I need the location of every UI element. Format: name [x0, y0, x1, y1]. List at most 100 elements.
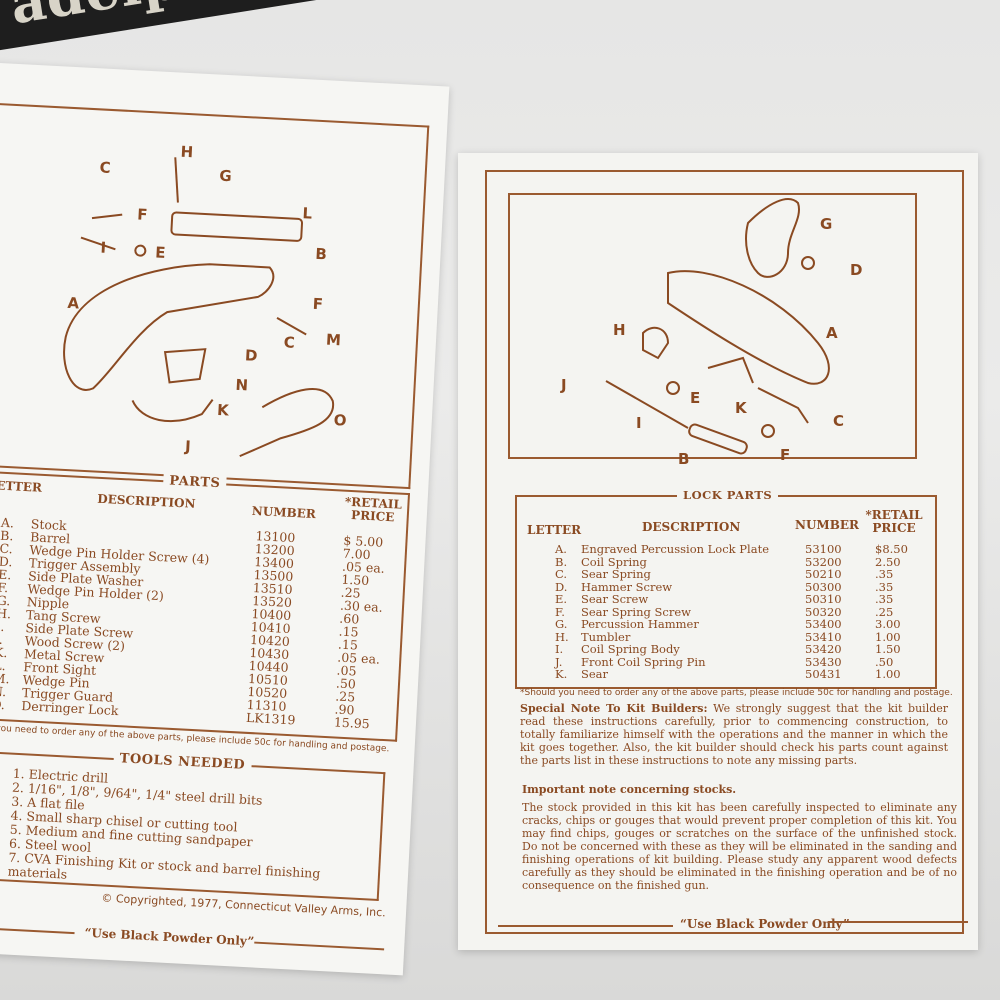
cell-description: Percussion Hammer [581, 617, 699, 631]
cell-number: 50210 [805, 567, 842, 581]
divider [254, 941, 385, 951]
diagram-label: J [561, 376, 567, 394]
cell-price: 1.00 [875, 629, 901, 644]
divider [0, 924, 75, 935]
motto: “Use Black Powder Only” [680, 917, 850, 931]
derringer-exploded-diagram [63, 157, 335, 458]
cell-letter: E. [555, 592, 568, 606]
diagram-label: M [325, 330, 342, 350]
parts-title: PARTS [162, 473, 227, 492]
stock-note-heading: Important note concerning stocks. [522, 783, 737, 796]
cell-price: 2.50 [875, 554, 901, 569]
diagram-label: I [99, 238, 107, 257]
lock-diagram-frame [508, 193, 917, 459]
cell-description: Tumbler [581, 629, 631, 644]
diagram-label: L [302, 204, 313, 223]
cell-letter: C. [555, 567, 568, 581]
cell-number: 50300 [805, 579, 842, 594]
page-border [485, 170, 964, 934]
cell-letter: D. [555, 579, 568, 594]
cell-letter: B. [555, 554, 568, 569]
cell-letter: O. [0, 696, 6, 713]
cell-letter: H. [555, 629, 569, 644]
parts-table: PARTS LETTER DESCRIPTION NUMBER *RETAIL … [0, 469, 411, 742]
diagram-label: F [136, 205, 148, 224]
divider [828, 921, 968, 923]
cell-description: Sear Spring Screw [581, 604, 691, 619]
col-description: DESCRIPTION [642, 520, 741, 534]
diagram-label: H [180, 142, 194, 162]
cell-description: Coil Spring Body [581, 642, 680, 656]
cell-description: Sear Spring [581, 567, 651, 581]
special-note: Special Note To Kit Builders: We strongl… [520, 702, 948, 767]
col-price: *RETAIL PRICE [865, 508, 923, 535]
diagram-label: E [690, 389, 701, 407]
cell-price: 1.00 [875, 667, 901, 681]
cell-price: .50 [875, 654, 894, 669]
cell-number: 53400 [805, 617, 842, 631]
cell-number: LK1319 [245, 709, 296, 728]
cell-price: 15.95 [333, 714, 371, 732]
diagram-label: F [780, 446, 791, 464]
diagram-label: B [314, 244, 328, 264]
cell-number: 53200 [805, 554, 842, 569]
cell-letter: K. [555, 667, 568, 681]
divider [498, 925, 673, 927]
cell-price: $8.50 [875, 542, 908, 556]
diagram-label: D [244, 346, 258, 365]
col-number: NUMBER [251, 503, 317, 522]
diagram-label: A [826, 324, 838, 342]
lock-parts-title: LOCK PARTS [677, 488, 779, 502]
cell-price: .35 [875, 579, 894, 594]
diagram-label: C [833, 412, 845, 430]
diagram-label: K [735, 399, 747, 417]
cell-letter: I. [555, 642, 564, 656]
left-page: H G C L F B I E A F C M D N K O J PARTS … [0, 62, 450, 976]
stock-note-text: The stock provided in this kit has been … [522, 801, 957, 892]
col-letter: LETTER [0, 478, 43, 495]
lock-parts-footnote: *Should you need to order any of the abo… [520, 688, 953, 698]
cell-description: Front Coil Spring Pin [581, 654, 706, 669]
right-page: G D H A J E K C I B F LOCK PARTS LETTER … [458, 153, 978, 950]
diagram-label: K [216, 400, 230, 420]
cell-description: Hammer Screw [581, 579, 673, 594]
diagram-label: E [154, 243, 166, 262]
col-number: NUMBER [795, 518, 859, 532]
cell-description: Derringer Lock [20, 698, 119, 719]
cell-price: .25 [875, 604, 894, 619]
special-note-text: We strongly suggest that the kit builder… [520, 702, 949, 767]
diagram-label: I [636, 414, 642, 432]
diagram-label: B [678, 450, 690, 468]
cell-letter: G. [555, 617, 568, 631]
cell-number: 50320 [805, 604, 842, 619]
cell-number: 53410 [805, 629, 842, 644]
col-letter: LETTER [527, 523, 582, 537]
cell-letter: F. [555, 604, 565, 619]
diagram-label: D [850, 261, 863, 279]
col-description: DESCRIPTION [96, 491, 196, 511]
cell-price: .35 [875, 567, 894, 581]
cell-price: .35 [875, 592, 894, 606]
cell-description: Coil Spring [581, 554, 647, 569]
diagram-label: C [99, 158, 112, 177]
cell-number: 50431 [805, 667, 842, 681]
diagram-label: G [218, 166, 233, 186]
cell-description: Sear [581, 667, 609, 681]
cell-letter: A. [555, 542, 567, 556]
cell-number: 50310 [805, 592, 842, 606]
cell-price: 3.00 [875, 617, 901, 631]
lock-parts-table: LOCK PARTS LETTER DESCRIPTION NUMBER *RE… [515, 488, 937, 689]
motto: “Use Black Powder Only” [84, 925, 255, 949]
diagram-label: N [234, 375, 249, 395]
diagram-label: F [312, 294, 324, 314]
cell-description: Engraved Percussion Lock Plate [581, 542, 769, 556]
special-note-heading: Special Note To Kit Builders: [520, 702, 708, 715]
tools-title: TOOLS NEEDED [113, 750, 252, 774]
cell-number: 53100 [805, 542, 842, 556]
diagram-label: O [333, 411, 347, 430]
diagram-label: G [820, 215, 833, 233]
cell-price: 1.50 [875, 642, 901, 656]
cell-number: 53420 [805, 642, 842, 656]
diagram-label: J [184, 437, 192, 456]
